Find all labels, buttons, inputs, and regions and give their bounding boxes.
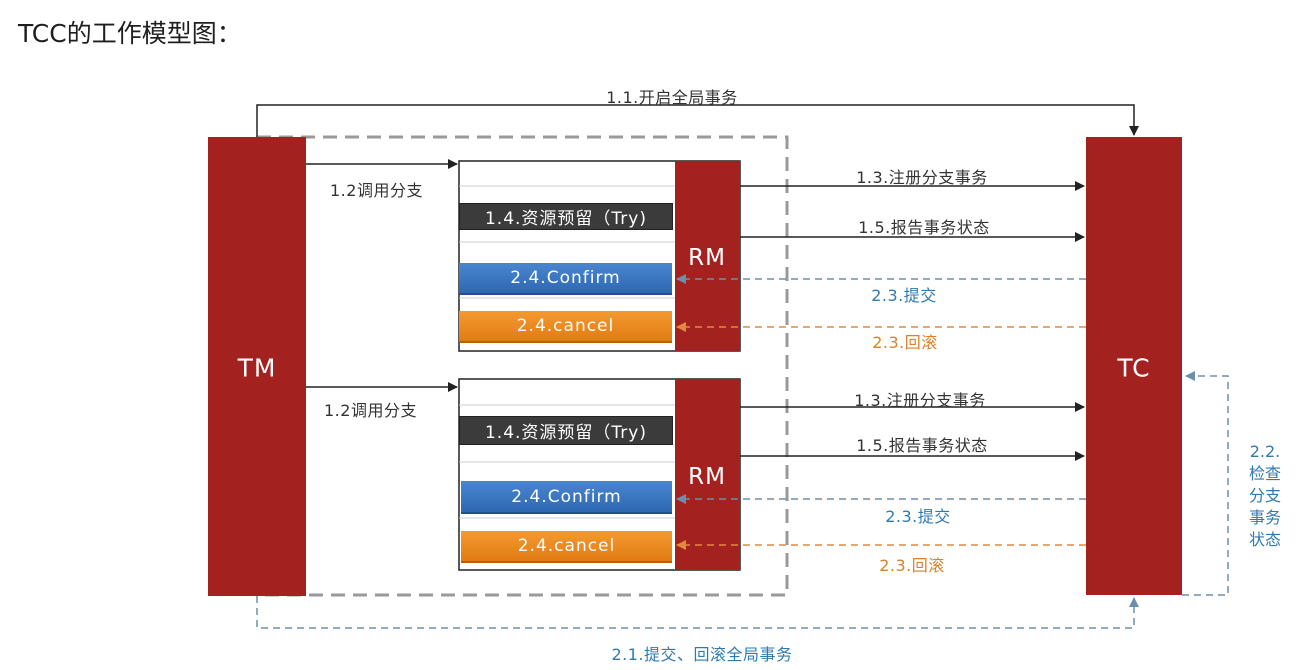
rm-block-1 bbox=[675, 161, 740, 351]
try-box-1: 1.4.资源预留（Try) bbox=[459, 203, 673, 230]
tm-block bbox=[208, 137, 306, 596]
confirm-box-2: 2.4.Confirm bbox=[461, 481, 672, 514]
rm-block-2 bbox=[675, 379, 740, 570]
rm-label-2: RM bbox=[688, 464, 726, 490]
label-report-status-2: 1.5.报告事务状态 bbox=[856, 436, 988, 455]
label-commit-1: 2.3.提交 bbox=[871, 286, 937, 305]
label-begin-global: 1.1.开启全局事务 bbox=[606, 88, 738, 107]
label-check-status: 2.2.检查分支事务状态 bbox=[1248, 442, 1281, 549]
label-call-branch-2: 1.2调用分支 bbox=[324, 401, 417, 420]
page-title: TCC的工作模型图： bbox=[18, 19, 242, 48]
label-register-branch-2: 1.3.注册分支事务 bbox=[854, 391, 986, 410]
label-rollback-2: 2.3.回滚 bbox=[879, 556, 945, 575]
tc-label: TC bbox=[1117, 353, 1151, 383]
cancel-box-2: 2.4.cancel bbox=[461, 531, 672, 563]
try-box-2: 1.4.资源预留（Try) bbox=[459, 416, 673, 445]
tm-label: TM bbox=[237, 353, 277, 383]
label-commit-rollback-global: 2.1.提交、回滚全局事务 bbox=[611, 645, 793, 664]
label-call-branch-1: 1.2调用分支 bbox=[330, 181, 423, 200]
tc-block bbox=[1086, 137, 1182, 595]
arrow-check-status bbox=[1182, 371, 1229, 596]
label-commit-2: 2.3.提交 bbox=[885, 507, 951, 526]
arrow-commit-rollback-global bbox=[256, 596, 1139, 629]
arrow-begin-global bbox=[256, 104, 1139, 137]
confirm-box-1: 2.4.Confirm bbox=[459, 263, 672, 295]
label-report-status-1: 1.5.报告事务状态 bbox=[858, 218, 990, 237]
cancel-box-1: 2.4.cancel bbox=[459, 311, 672, 343]
label-register-branch-1: 1.3.注册分支事务 bbox=[856, 168, 988, 187]
label-rollback-1: 2.3.回滚 bbox=[872, 333, 938, 352]
rm-label-1: RM bbox=[688, 245, 726, 271]
